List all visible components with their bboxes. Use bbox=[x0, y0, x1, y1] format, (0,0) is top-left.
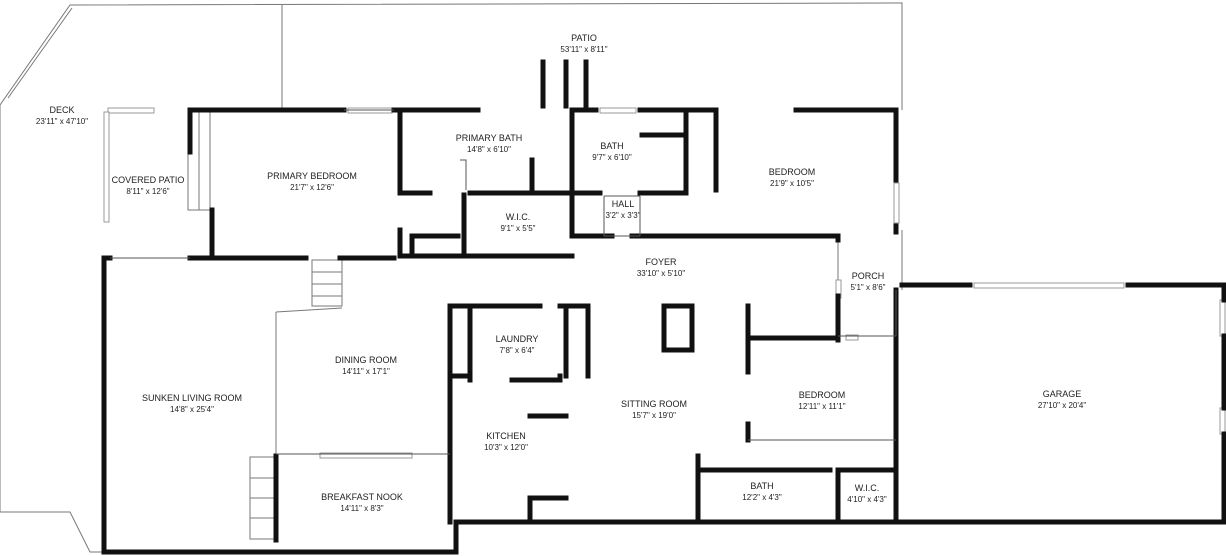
room-label-wic-upper: W.I.C. 9'1" x 5'5" bbox=[501, 212, 536, 234]
room-name: W.I.C. bbox=[505, 212, 531, 222]
room-label-covered-patio: COVERED PATIO 8'11" x 12'6" bbox=[112, 175, 185, 197]
room-label-primary-bath: PRIMARY BATH 14'8" x 6'10" bbox=[456, 133, 523, 155]
room-dims: 9'1" x 5'5" bbox=[500, 224, 536, 233]
room-dims: 4'10" x 4'3" bbox=[847, 495, 887, 504]
room-dims: 7'8" x 6'4" bbox=[499, 346, 535, 355]
partitions bbox=[110, 109, 897, 455]
room-label-primary-bedroom: PRIMARY BEDROOM 21'7" x 12'6" bbox=[267, 171, 357, 193]
room-dims: 23'11" x 47'10" bbox=[35, 117, 89, 126]
room-label-hall: HALL 3'2" x 3'3" bbox=[606, 199, 641, 221]
thin-lines bbox=[0, 2, 903, 553]
room-dims: 3'2" x 3'3" bbox=[605, 211, 641, 220]
room-name: DECK bbox=[49, 105, 75, 115]
room-dims: 27'10" x 20'4" bbox=[1037, 401, 1087, 410]
room-name: DINING ROOM bbox=[335, 355, 397, 365]
room-name: BATH bbox=[750, 481, 774, 491]
room-name: GARAGE bbox=[1042, 389, 1082, 399]
room-dims: 9'7" x 6'10" bbox=[592, 153, 632, 162]
room-label-porch: PORCH 5'1" x 8'6" bbox=[851, 271, 886, 293]
room-dims: 21'9" x 10'5" bbox=[770, 179, 814, 188]
room-name: KITCHEN bbox=[486, 431, 526, 441]
room-label-garage: GARAGE 27'10" x 20'4" bbox=[1038, 389, 1086, 411]
room-dims: 8'11" x 12'6" bbox=[126, 187, 170, 196]
room-label-laundry: LAUNDRY 7'8" x 6'4" bbox=[496, 334, 539, 356]
room-label-wic-lower: W.I.C. 4'10" x 4'3" bbox=[847, 483, 886, 505]
room-label-bedroom-lower: BEDROOM 12'11" x 11'1" bbox=[798, 390, 845, 412]
room-dims: 14'11" x 8'3" bbox=[340, 504, 384, 513]
room-name: PATIO bbox=[571, 33, 597, 43]
room-dims: 5'1" x 8'6" bbox=[850, 283, 886, 292]
room-dims: 15'7" x 19'0" bbox=[632, 411, 676, 420]
room-label-breakfast-nook: BREAKFAST NOOK 14'11" x 8'3" bbox=[321, 492, 403, 514]
room-name: W.I.C. bbox=[854, 483, 880, 493]
room-dims: 14'8" x 25'4" bbox=[170, 405, 214, 414]
room-name: HALL bbox=[611, 199, 635, 209]
room-name: BEDROOM bbox=[768, 167, 816, 177]
room-dims: 14'8" x 6'10" bbox=[467, 145, 511, 154]
room-name: FOYER bbox=[645, 257, 677, 267]
room-name: SUNKEN LIVING ROOM bbox=[141, 393, 243, 403]
room-name: BREAKFAST NOOK bbox=[321, 492, 403, 502]
room-name: COVERED PATIO bbox=[111, 175, 185, 185]
room-name: LAUNDRY bbox=[495, 334, 539, 344]
room-label-bedroom-upper: BEDROOM 21'9" x 10'5" bbox=[769, 167, 816, 189]
room-label-sunken-living-room: SUNKEN LIVING ROOM 14'8" x 25'4" bbox=[142, 393, 242, 415]
room-dims: 33'10" x 5'10" bbox=[636, 269, 686, 278]
stairs bbox=[187, 111, 343, 540]
room-dims: 53'11" x 8'11" bbox=[560, 45, 608, 54]
room-name: PRIMARY BATH bbox=[455, 133, 523, 143]
room-name: PRIMARY BEDROOM bbox=[267, 171, 357, 181]
room-dims: 10'3" x 12'0" bbox=[484, 443, 528, 452]
room-name: SITTING ROOM bbox=[621, 399, 687, 409]
walls bbox=[101, 59, 1226, 555]
room-label-patio: PATIO 53'11" x 8'11" bbox=[560, 33, 607, 55]
room-label-kitchen: KITCHEN 10'3" x 12'0" bbox=[484, 431, 528, 453]
room-label-sitting-room: SITTING ROOM 15'7" x 19'0" bbox=[621, 399, 687, 421]
room-dims: 21'7" x 12'6" bbox=[290, 183, 334, 192]
room-label-deck: DECK 23'11" x 47'10" bbox=[36, 105, 88, 127]
room-name: BEDROOM bbox=[798, 390, 846, 400]
room-label-dining-room: DINING ROOM 14'11" x 17'1" bbox=[335, 355, 397, 377]
room-dims: 14'11" x 17'1" bbox=[342, 367, 390, 376]
room-label-bath-lower: BATH 12'2" x 4'3" bbox=[742, 481, 781, 503]
room-name: BATH bbox=[600, 141, 624, 151]
room-label-bath-upper: BATH 9'7" x 6'10" bbox=[592, 141, 631, 163]
room-dims: 12'2" x 4'3" bbox=[742, 493, 782, 502]
room-dims: 12'11" x 11'1" bbox=[798, 402, 846, 411]
room-label-foyer: FOYER 33'10" x 5'10" bbox=[637, 257, 685, 279]
room-name: PORCH bbox=[851, 271, 885, 281]
